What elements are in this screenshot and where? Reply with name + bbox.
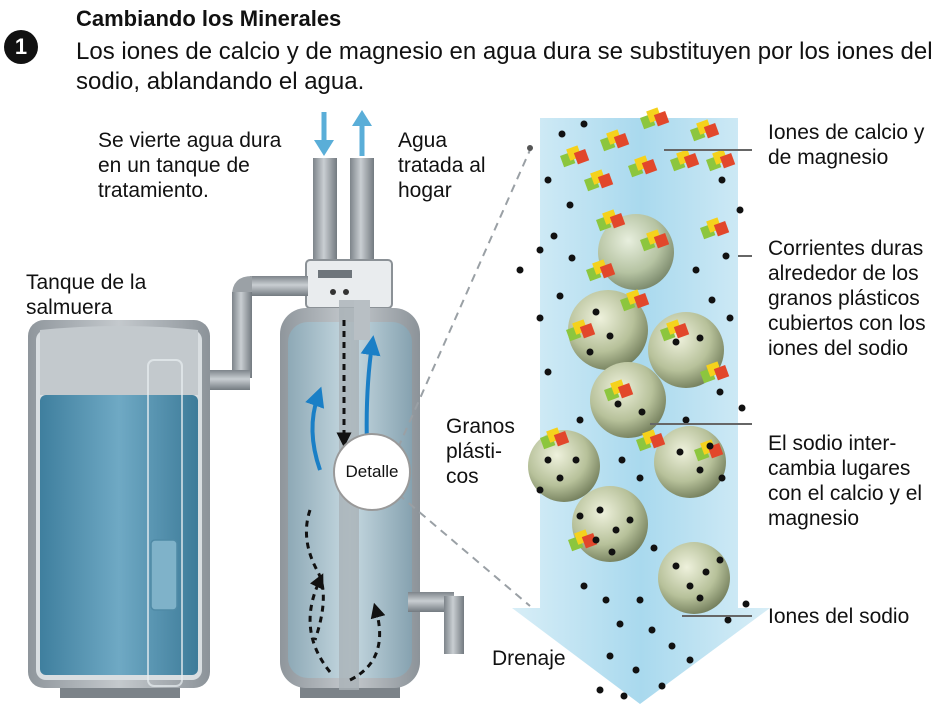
brine-tank [28, 320, 210, 698]
resin-beads [528, 214, 730, 614]
hard-water-inflow-arrow [314, 112, 334, 156]
diagram-title: Cambiando los Minerales [76, 6, 342, 31]
callout-hard-currents: Corrientes duras alrededor de los granos… [768, 237, 926, 360]
treated-water-label: Agua tratada al hogar [398, 129, 486, 202]
step-number-badge: 1 [4, 30, 38, 64]
sodium-ions [516, 120, 750, 700]
resin-beads-label: Granos plásti- cos [446, 415, 515, 488]
outlet-pipe [350, 158, 374, 268]
callout-calcium-magnesium-ions: Iones de calcio y de magnesio [768, 121, 925, 169]
callout-leader-lines [650, 149, 752, 617]
magnifier-guide-lines [397, 149, 531, 607]
calcium-magnesium-ions [540, 107, 736, 552]
detail-magnifier: Detalle [333, 433, 411, 511]
drain-label: Drenaje [492, 647, 566, 670]
callout-sodium-exchange: El sodio inter- cambia lugares con el ca… [768, 432, 923, 530]
treated-water-outflow-arrow [352, 110, 372, 156]
hard-water-in-label: Se vierte agua dura en un tanque de trat… [98, 129, 282, 202]
inlet-pipe [313, 158, 337, 268]
diagram-subtitle: Los iones de calcio y de magnesio en agu… [76, 38, 933, 95]
detail-label: Detalle [345, 462, 399, 481]
drain-pipe [408, 592, 464, 654]
brine-tank-label: Tanque de la salmuera [26, 271, 147, 319]
callout-sodium-ions: Iones del sodio [768, 605, 910, 628]
